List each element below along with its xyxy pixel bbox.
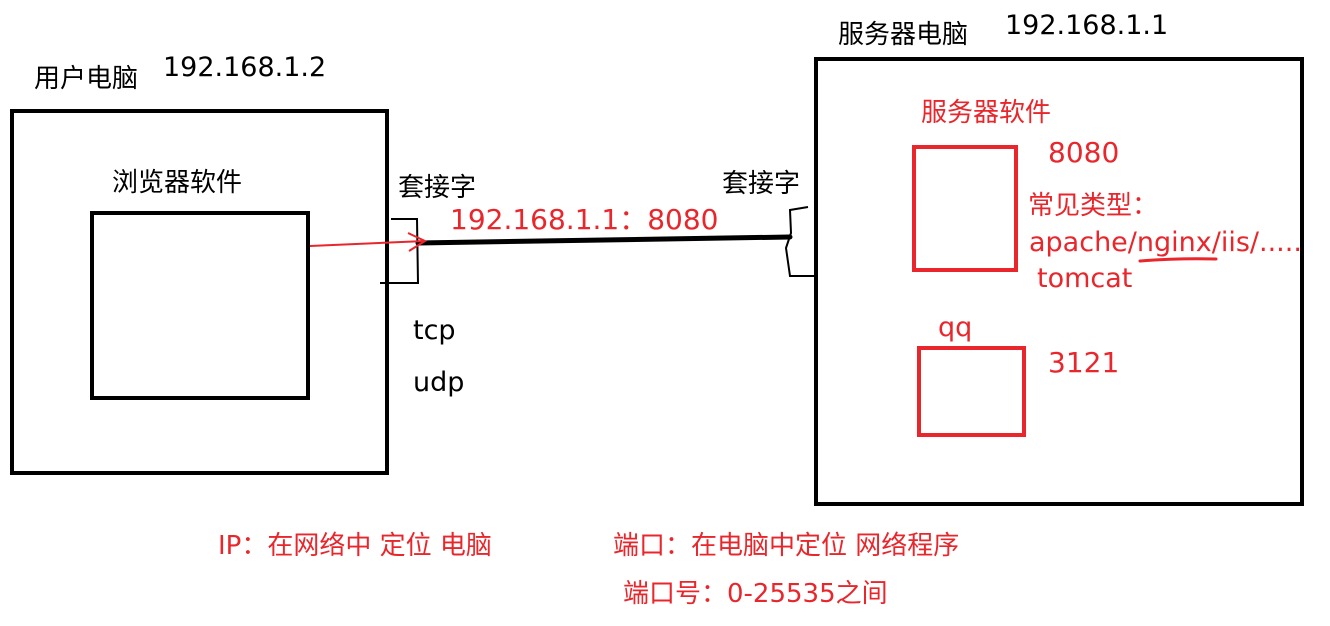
client-title: 用户电脑 xyxy=(34,64,139,94)
request-arrow-head xyxy=(407,232,428,252)
server-software-label: 服务器软件 xyxy=(921,98,1052,128)
protocol-tcp: tcp xyxy=(413,315,456,346)
server-software-port: 8080 xyxy=(1048,136,1120,169)
client-computer-box xyxy=(10,109,389,475)
server-socket-label: 套接字 xyxy=(722,169,801,199)
client-ip: 192.168.1.2 xyxy=(163,52,327,83)
common-types-list: apache/nginx/iis/..... xyxy=(1029,227,1302,258)
browser-software-box xyxy=(90,211,310,400)
client-socket-label: 套接字 xyxy=(398,173,477,203)
server-ip: 192.168.1.1 xyxy=(1005,10,1169,41)
protocol-udp: udp xyxy=(413,367,465,398)
server-software-box xyxy=(912,145,1018,272)
server-socket-shape xyxy=(784,206,815,277)
port-note: 端口：在电脑中定位 网络程序 xyxy=(613,531,960,561)
client-socket-shape xyxy=(380,218,420,284)
common-types-tomcat: tomcat xyxy=(1037,263,1133,294)
nginx-underline xyxy=(1138,257,1218,263)
connection-target-label: 192.168.1.1：8080 xyxy=(450,203,719,236)
request-arrow-line xyxy=(309,240,426,247)
port-range-note: 端口号：0-25535之间 xyxy=(623,579,888,609)
ip-note: IP：在网络中 定位 电脑 xyxy=(218,531,492,561)
common-types-label: 常见类型： xyxy=(1028,191,1159,221)
qq-label: qq xyxy=(938,312,973,343)
qq-port: 3121 xyxy=(1048,346,1120,379)
browser-software-label: 浏览器软件 xyxy=(112,168,243,198)
qq-box xyxy=(917,346,1026,437)
server-title: 服务器电脑 xyxy=(838,20,969,50)
server-computer-box xyxy=(814,57,1304,506)
network-connection-line xyxy=(415,234,793,246)
